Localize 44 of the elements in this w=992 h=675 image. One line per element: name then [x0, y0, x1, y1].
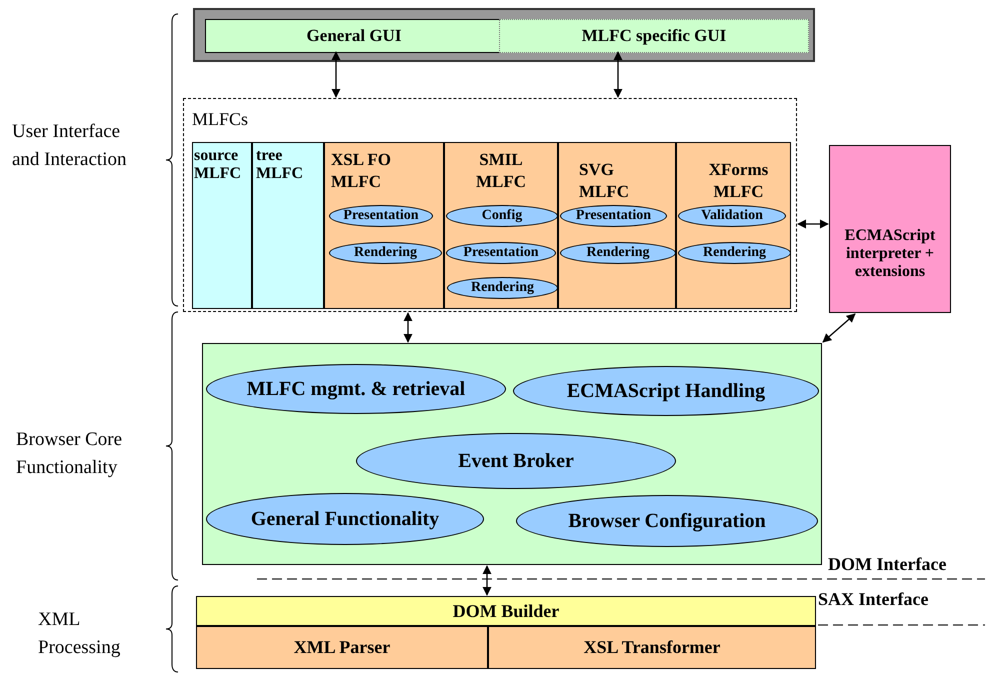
group-title: MLFCs: [192, 109, 248, 130]
arrow: [482, 565, 492, 596]
side-label: User Interface and Interaction: [12, 120, 128, 172]
interface-label: SAX Interface: [818, 588, 928, 610]
component-ellipse: Rendering: [678, 242, 791, 264]
arrow: [404, 312, 412, 343]
interface-label: DOM Interface: [828, 553, 946, 575]
transformer-box: XSL Transformer: [488, 626, 816, 669]
component-ellipse: ECMAScript Handling: [513, 366, 819, 416]
side-label: Browser Core Functionality: [16, 428, 124, 480]
mlfc-box: [444, 142, 558, 309]
interpreter-box: ECMAScript interpreter + extensions: [829, 145, 951, 313]
dom-builder-band: DOM Builder: [196, 596, 816, 626]
gui-bar: [193, 8, 815, 62]
node-title: SMIL MLFC: [474, 149, 528, 193]
component-ellipse: Event Broker: [356, 433, 676, 489]
component-ellipse: Presentation: [329, 205, 433, 227]
core-box: [202, 343, 822, 565]
mlfc-box: [558, 142, 676, 309]
arrow: [614, 51, 622, 98]
node-title: SVG MLFC: [579, 159, 630, 203]
mlfc-box: source MLFC: [192, 142, 252, 309]
node-title: XSL FO MLFC: [331, 149, 392, 193]
component-ellipse: Config: [446, 205, 558, 227]
component-ellipse: MLFC mgmt. & retrieval: [206, 364, 506, 414]
component-ellipse: Presentation: [446, 242, 556, 264]
side-label: XML Processing: [38, 608, 122, 660]
parser-box: XML Parser: [196, 626, 488, 669]
node-title: XForms MLFC: [708, 159, 770, 203]
component-ellipse: Rendering: [329, 242, 442, 264]
mlfc-box: [324, 142, 444, 309]
arrow: [332, 51, 340, 98]
arrow: [797, 220, 829, 228]
mlfc-box: [676, 142, 791, 309]
component-ellipse: Browser Configuration: [516, 495, 818, 547]
component-ellipse: Rendering: [560, 242, 676, 264]
mlfc-container: [183, 98, 797, 312]
component-ellipse: General Functionality: [206, 493, 484, 545]
component-ellipse: Validation: [678, 205, 786, 227]
arrow: [822, 313, 856, 343]
mlfc-box: tree MLFC: [252, 142, 324, 309]
gui-box: MLFC specific GUI: [499, 19, 809, 53]
component-ellipse: Presentation: [560, 205, 667, 227]
component-ellipse: Rendering: [447, 277, 558, 299]
